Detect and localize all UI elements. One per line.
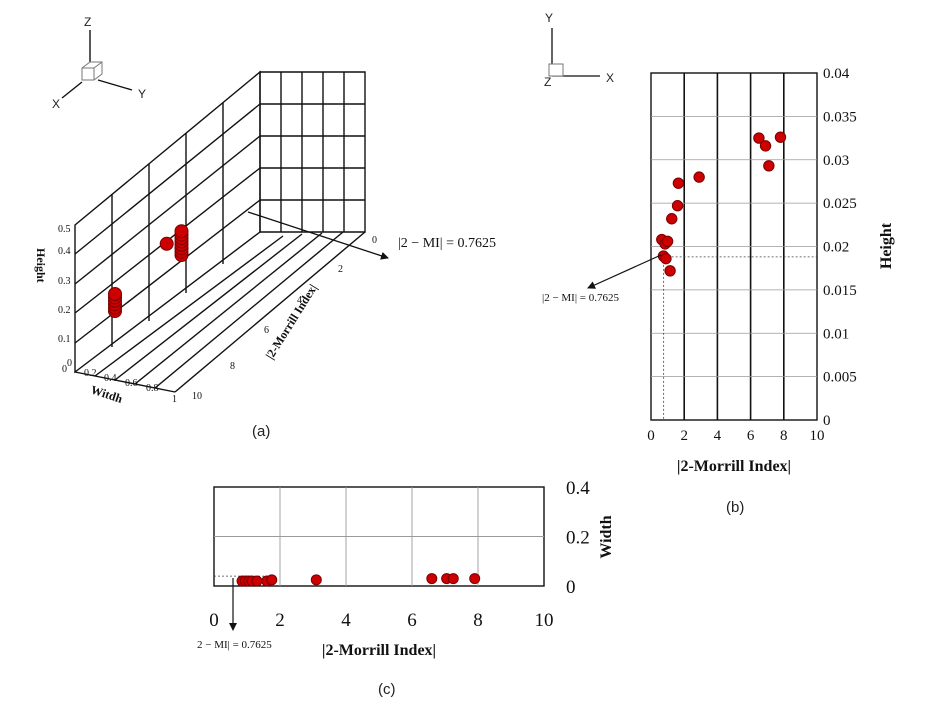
panel-b-x-tick-5: 10 — [810, 428, 825, 444]
panel-a-triad-x: X — [52, 97, 60, 111]
panel-b-y-ticks: 0 0.005 0.01 0.015 0.02 0.025 0.03 0.035… — [823, 66, 857, 429]
panel-b-triad-z: Z — [544, 75, 551, 89]
panel-a-axis-triad: Z Y X — [52, 15, 146, 111]
panel-c-point — [470, 574, 480, 584]
panel-c-grid — [214, 487, 544, 586]
panel-a-y-tick-4: 8 — [230, 361, 235, 372]
panel-b-x-tick-1: 2 — [680, 428, 688, 444]
panel-c-x-tick-5: 10 — [535, 610, 554, 631]
panel-c-x-ticks: 0 2 4 6 8 10 — [209, 610, 553, 631]
panel-c-x-tick-3: 6 — [407, 610, 417, 631]
panel-b-point — [672, 201, 682, 211]
panel-a-point — [175, 225, 188, 238]
panel-a-triad-y: Y — [138, 87, 146, 101]
panel-c-point — [448, 574, 458, 584]
panel-c-points — [237, 574, 480, 586]
panel-b-triad-x: X — [606, 71, 614, 85]
panel-c-point — [267, 575, 277, 585]
panel-b-x-title: |2-Morrill Index| — [677, 458, 791, 475]
panel-c-point — [252, 576, 262, 586]
panel-b-point — [764, 161, 774, 171]
panel-b-point — [694, 172, 704, 182]
panel-b-y-tick-6: 0.03 — [823, 153, 849, 169]
panel-a-z-title: Height — [34, 248, 48, 283]
panel-a-annotation: |2 − MI| = 0.7625 — [398, 236, 496, 251]
panel-b-point — [665, 266, 675, 276]
panel-b-y-tick-3: 0.015 — [823, 283, 857, 299]
panel-c-annotation: 2 − MI| = 0.7625 — [197, 639, 272, 651]
panel-b-y-tick-0: 0 — [823, 413, 831, 429]
panel-b-point — [760, 141, 770, 151]
panel-a-x-tick-5: 1 — [172, 394, 177, 405]
panel-c-label: (c) — [378, 681, 396, 698]
panel-a-y-tick-1: 2 — [338, 264, 343, 275]
panel-c: 0 2 4 6 8 10 0 0.2 0.4 |2-Morrill Index|… — [197, 478, 615, 698]
panel-c-y-title: Width — [598, 515, 615, 558]
panel-a: Z Y X 0 — [34, 15, 496, 440]
panel-a-z-tick-1: 0.1 — [58, 334, 71, 345]
panel-b-x-ticks: 0 2 4 6 8 10 — [647, 428, 824, 444]
panel-b-x-tick-2: 4 — [714, 428, 722, 444]
panel-a-x-tick-0: 0 — [67, 358, 72, 369]
panel-b-y-tick-2: 0.01 — [823, 326, 849, 342]
panel-a-annotation-arrow — [248, 212, 388, 258]
panel-a-points — [109, 225, 189, 318]
panel-b-annotation-arrow — [588, 255, 661, 288]
panel-b-points — [657, 132, 786, 276]
panel-a-x-tick-4: 0.8 — [146, 383, 159, 394]
panel-b-point — [661, 253, 671, 263]
panel-b-annotation: |2 − MI| = 0.7625 — [542, 292, 620, 304]
panel-a-x-tick-1: 0.2 — [84, 368, 97, 379]
panel-a-x-title: Witdh — [89, 383, 125, 406]
panel-c-x-tick-0: 0 — [209, 610, 219, 631]
panel-a-y-tick-0: 0 — [372, 235, 377, 246]
panel-c-y-tick-1: 0.2 — [566, 528, 590, 549]
panel-b-y-tick-4: 0.02 — [823, 240, 849, 256]
panel-b-x-tick-0: 0 — [647, 428, 655, 444]
panel-c-point — [311, 575, 321, 585]
panel-c-y-tick-2: 0.4 — [566, 478, 590, 499]
panel-b-axis-triad: Y X Z — [544, 11, 614, 89]
panel-b-y-tick-8: 0.04 — [823, 66, 850, 82]
panel-a-point — [109, 288, 122, 301]
panel-b-point — [673, 178, 683, 188]
panel-a-y-tick-3: 6 — [264, 325, 269, 336]
panel-a-z-tick-2: 0.2 — [58, 305, 71, 316]
panel-b-y-tick-5: 0.025 — [823, 196, 857, 212]
panel-b-x-tick-3: 6 — [747, 428, 755, 444]
panel-b-x-tick-4: 8 — [780, 428, 788, 444]
panel-a-box — [75, 72, 365, 392]
panel-a-label: (a) — [252, 423, 270, 440]
panel-c-x-tick-1: 2 — [275, 610, 285, 631]
panel-c-x-title: |2-Morrill Index| — [322, 642, 436, 659]
panel-a-z-tick-5: 0.5 — [58, 224, 71, 235]
panel-b-point — [667, 214, 677, 224]
panel-b-reference-lines — [664, 257, 817, 420]
panel-a-z-ticks: 0 0.1 0.2 0.3 0.4 0.5 — [58, 224, 71, 375]
panel-c-point — [427, 574, 437, 584]
panel-c-x-tick-4: 8 — [473, 610, 483, 631]
panel-b-point — [775, 132, 785, 142]
panel-b-y-title: Height — [878, 222, 895, 269]
panel-c-x-tick-2: 4 — [341, 610, 351, 631]
panel-a-triad-z: Z — [84, 15, 91, 29]
panel-c-y-ticks: 0 0.2 0.4 — [566, 478, 590, 598]
panel-a-x-tick-3: 0.6 — [125, 378, 138, 389]
panel-b-y-tick-1: 0.005 — [823, 370, 857, 386]
panel-b-point — [662, 236, 672, 246]
panel-a-x-tick-2: 0.4 — [104, 373, 117, 384]
panel-b-grid — [651, 73, 817, 420]
panel-a-point — [160, 237, 173, 250]
panel-a-z-tick-4: 0.4 — [58, 246, 71, 257]
panel-b: Y X Z 0 2 4 6 8 10 0 0.005 0.01 0.015 0.… — [542, 11, 895, 516]
panel-b-label: (b) — [726, 499, 744, 516]
panel-c-y-tick-0: 0 — [566, 577, 576, 598]
panel-b-y-tick-7: 0.035 — [823, 109, 857, 125]
panel-b-triad-y: Y — [545, 11, 553, 25]
panel-a-y-tick-5: 10 — [192, 391, 202, 402]
panel-a-z-tick-3: 0.3 — [58, 276, 71, 287]
